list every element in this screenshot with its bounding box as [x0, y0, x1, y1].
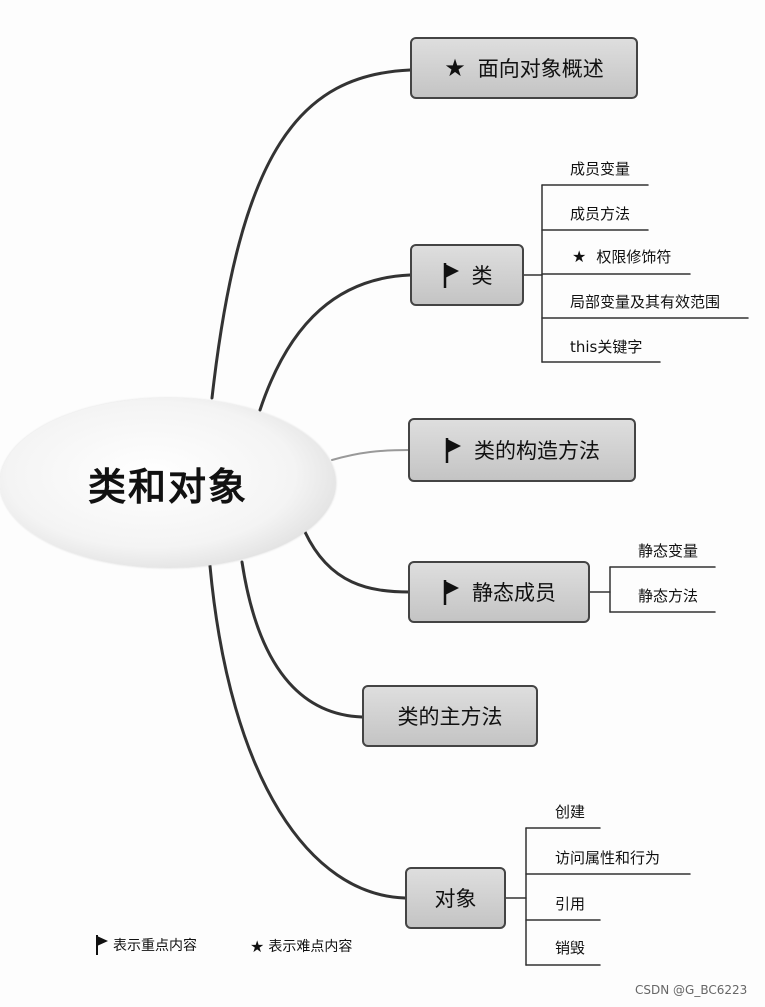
star-icon: ★ — [444, 54, 466, 82]
central-topic-label: 类和对象 — [87, 464, 248, 509]
flag-icon — [442, 578, 460, 606]
leaf-local-variable: 局部变量及其有效范围 — [570, 293, 721, 311]
node-main-method: 类的主方法 — [362, 685, 538, 747]
leaf-destroy: 销毁 — [555, 939, 586, 957]
node-object: 对象 — [405, 867, 506, 929]
node-static-members: 静态成员 — [408, 561, 590, 623]
node-constructor: 类的构造方法 — [408, 418, 636, 482]
leaf-member-method: 成员方法 — [570, 205, 631, 223]
central-topic: 类和对象 — [0, 398, 336, 568]
leaf-create: 创建 — [555, 803, 586, 821]
legend-star: ★ 表示难点内容 — [250, 936, 352, 956]
leaf-reference: 引用 — [555, 895, 586, 913]
node-overview: ★ 面向对象概述 — [410, 37, 638, 99]
legend-star-text: 表示难点内容 — [268, 939, 353, 955]
leaf-static-variable: 静态变量 — [638, 542, 699, 560]
node-static-label: 静态成员 — [472, 581, 556, 605]
watermark: CSDN @G_BC6223 — [635, 983, 748, 997]
node-overview-label: 面向对象概述 — [477, 57, 604, 81]
flag-icon — [95, 934, 109, 956]
leaf-access-attributes: 访问属性和行为 — [555, 849, 661, 867]
node-class-label: 类 — [471, 264, 493, 288]
node-main-label: 类的主方法 — [397, 705, 503, 729]
node-constructor-label: 类的构造方法 — [474, 439, 600, 463]
star-icon: ★ — [250, 936, 265, 956]
star-icon: ★ — [572, 247, 587, 266]
legend-flag-text: 表示重点内容 — [113, 938, 197, 954]
node-object-label: 对象 — [434, 887, 477, 911]
leaf-member-variable: 成员变量 — [570, 160, 631, 178]
flag-icon — [444, 436, 462, 464]
leaf-this-keyword: this关键字 — [570, 338, 643, 356]
flag-icon — [442, 261, 460, 289]
node-class: 类 — [410, 244, 524, 306]
legend-flag: 表示重点内容 — [95, 934, 197, 956]
leaf-static-method: 静态方法 — [638, 587, 699, 605]
leaf-access-modifier: ★权限修饰符 — [572, 247, 672, 266]
